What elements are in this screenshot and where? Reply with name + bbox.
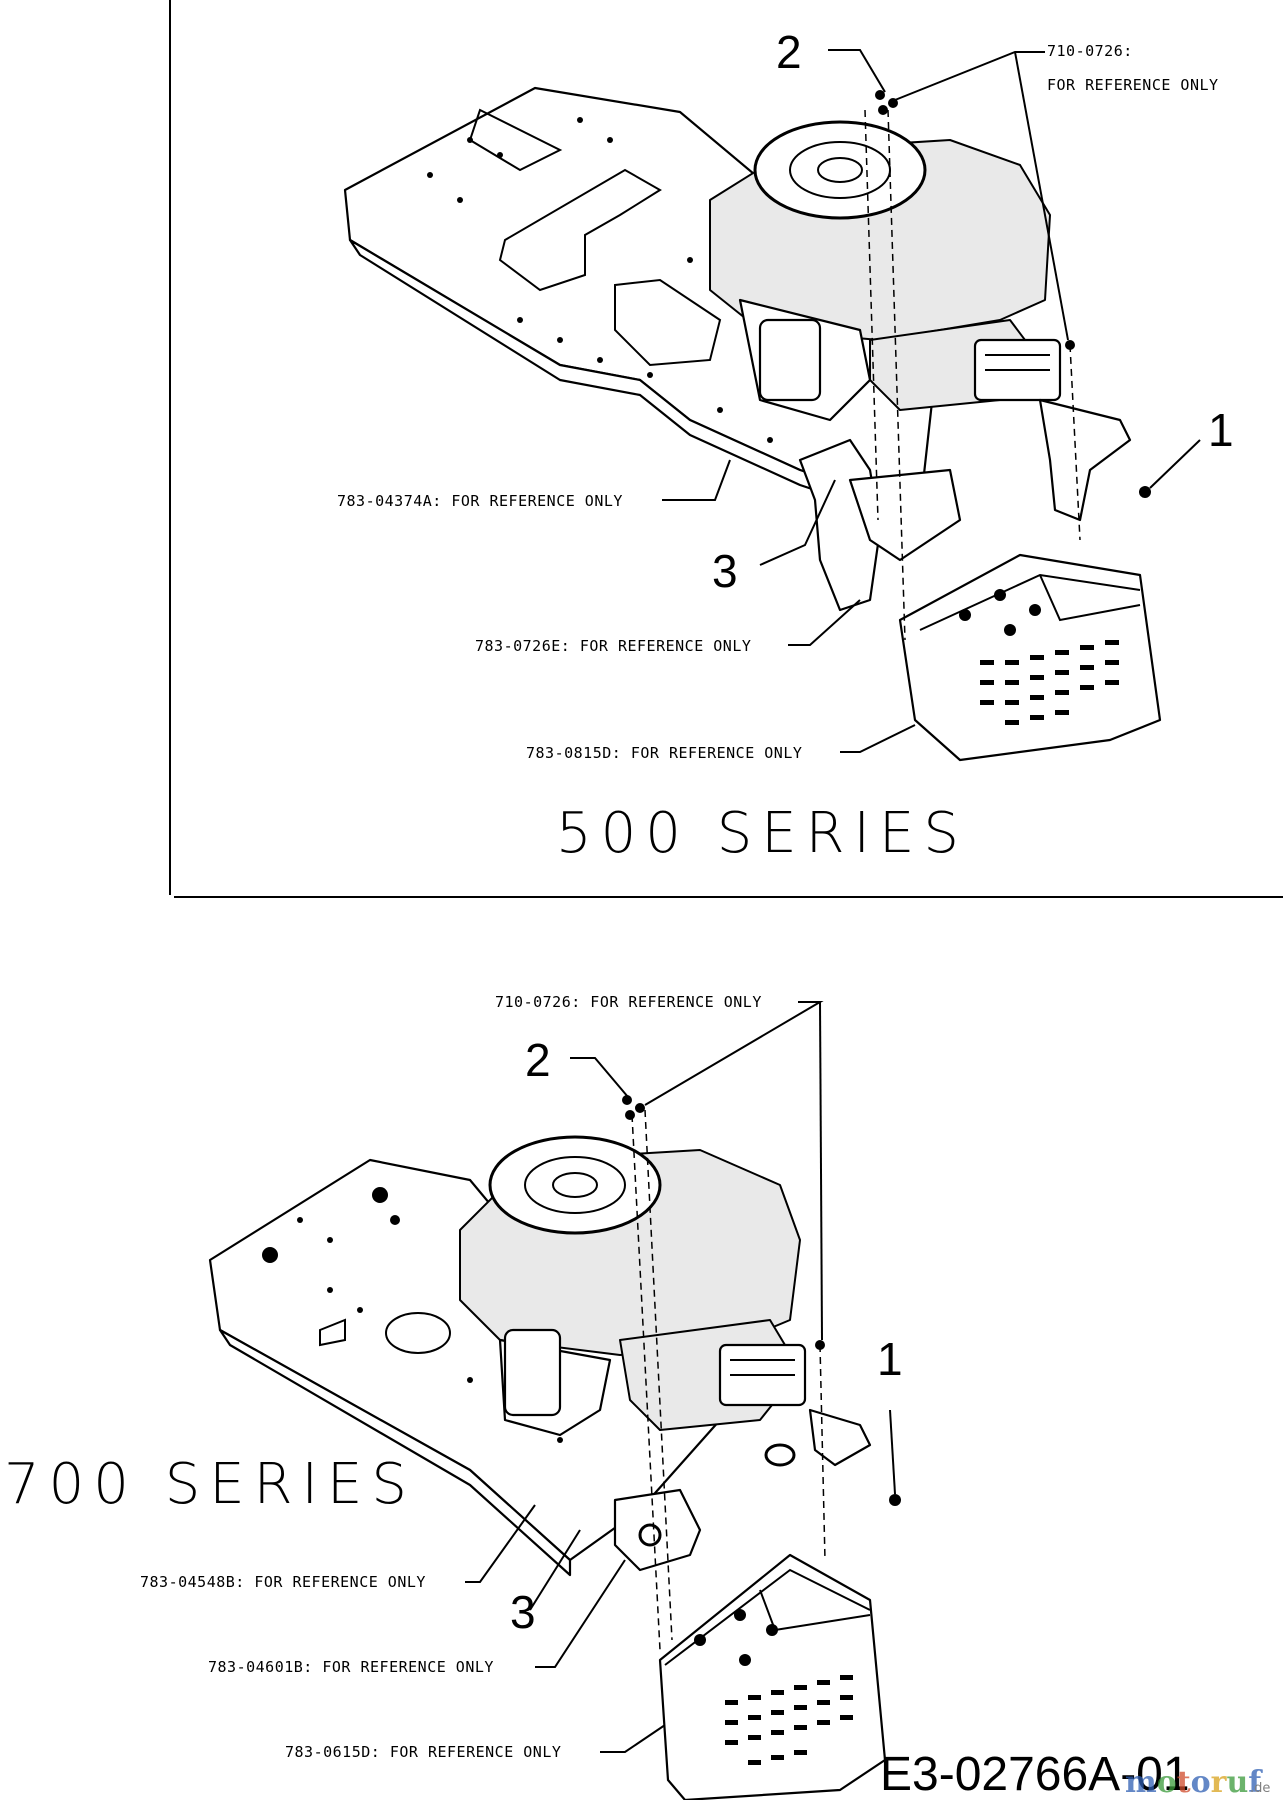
label-shield-bottom: 783-0615D: FOR REFERENCE ONLY xyxy=(285,1743,561,1761)
label-shield-top: 783-0815D: FOR REFERENCE ONLY xyxy=(526,744,802,762)
bolt-pair-top xyxy=(875,90,898,115)
callout-2-top: 2 xyxy=(776,26,802,78)
series-title-bottom: 700 SERIES xyxy=(4,1452,416,1517)
callout-1-bottom: 1 xyxy=(877,1333,903,1385)
bolt-1-bottom xyxy=(889,1494,901,1506)
callout-1-top: 1 xyxy=(1208,404,1234,456)
top-leader-lines xyxy=(662,49,1201,753)
watermark-logo: motoruf .de xyxy=(1125,1765,1270,1800)
svg-text:motoruf: motoruf xyxy=(1125,1765,1263,1800)
label-frame-bottom: 783-04548B: FOR REFERENCE ONLY xyxy=(140,1573,426,1591)
bottom-leader-lines xyxy=(465,1001,896,1753)
label-bracket-bottom: 783-04601B: FOR REFERENCE ONLY xyxy=(208,1658,494,1676)
callout-2-bottom: 2 xyxy=(525,1034,551,1086)
bracket-right xyxy=(1038,398,1132,522)
label-bolt-bottom: 710-0726: FOR REFERENCE ONLY xyxy=(495,993,762,1011)
label-bracket-top: 783-0726E: FOR REFERENCE ONLY xyxy=(475,637,751,655)
label-bolt-note-top: FOR REFERENCE ONLY xyxy=(1047,76,1219,94)
bottom-assembly-drawing xyxy=(208,1095,901,1800)
label-bolt-top: 710-0726: xyxy=(1047,42,1133,60)
svg-text:.de: .de xyxy=(1250,1781,1270,1796)
callout-3-bottom: 3 xyxy=(510,1586,536,1638)
heat-shield-bottom xyxy=(658,1553,887,1800)
series-title-top: 500 SERIES xyxy=(556,801,968,866)
label-frame-top: 783-04374A: FOR REFERENCE ONLY xyxy=(337,492,623,510)
bracket-right-bottom xyxy=(808,1408,872,1467)
bolt-pair-bottom xyxy=(622,1095,645,1120)
top-assembly-drawing xyxy=(343,86,1162,762)
diagram-code: E3-02766A-01 xyxy=(880,1748,1190,1800)
bolt-1-top xyxy=(1139,486,1151,498)
callout-3-top: 3 xyxy=(712,545,738,597)
